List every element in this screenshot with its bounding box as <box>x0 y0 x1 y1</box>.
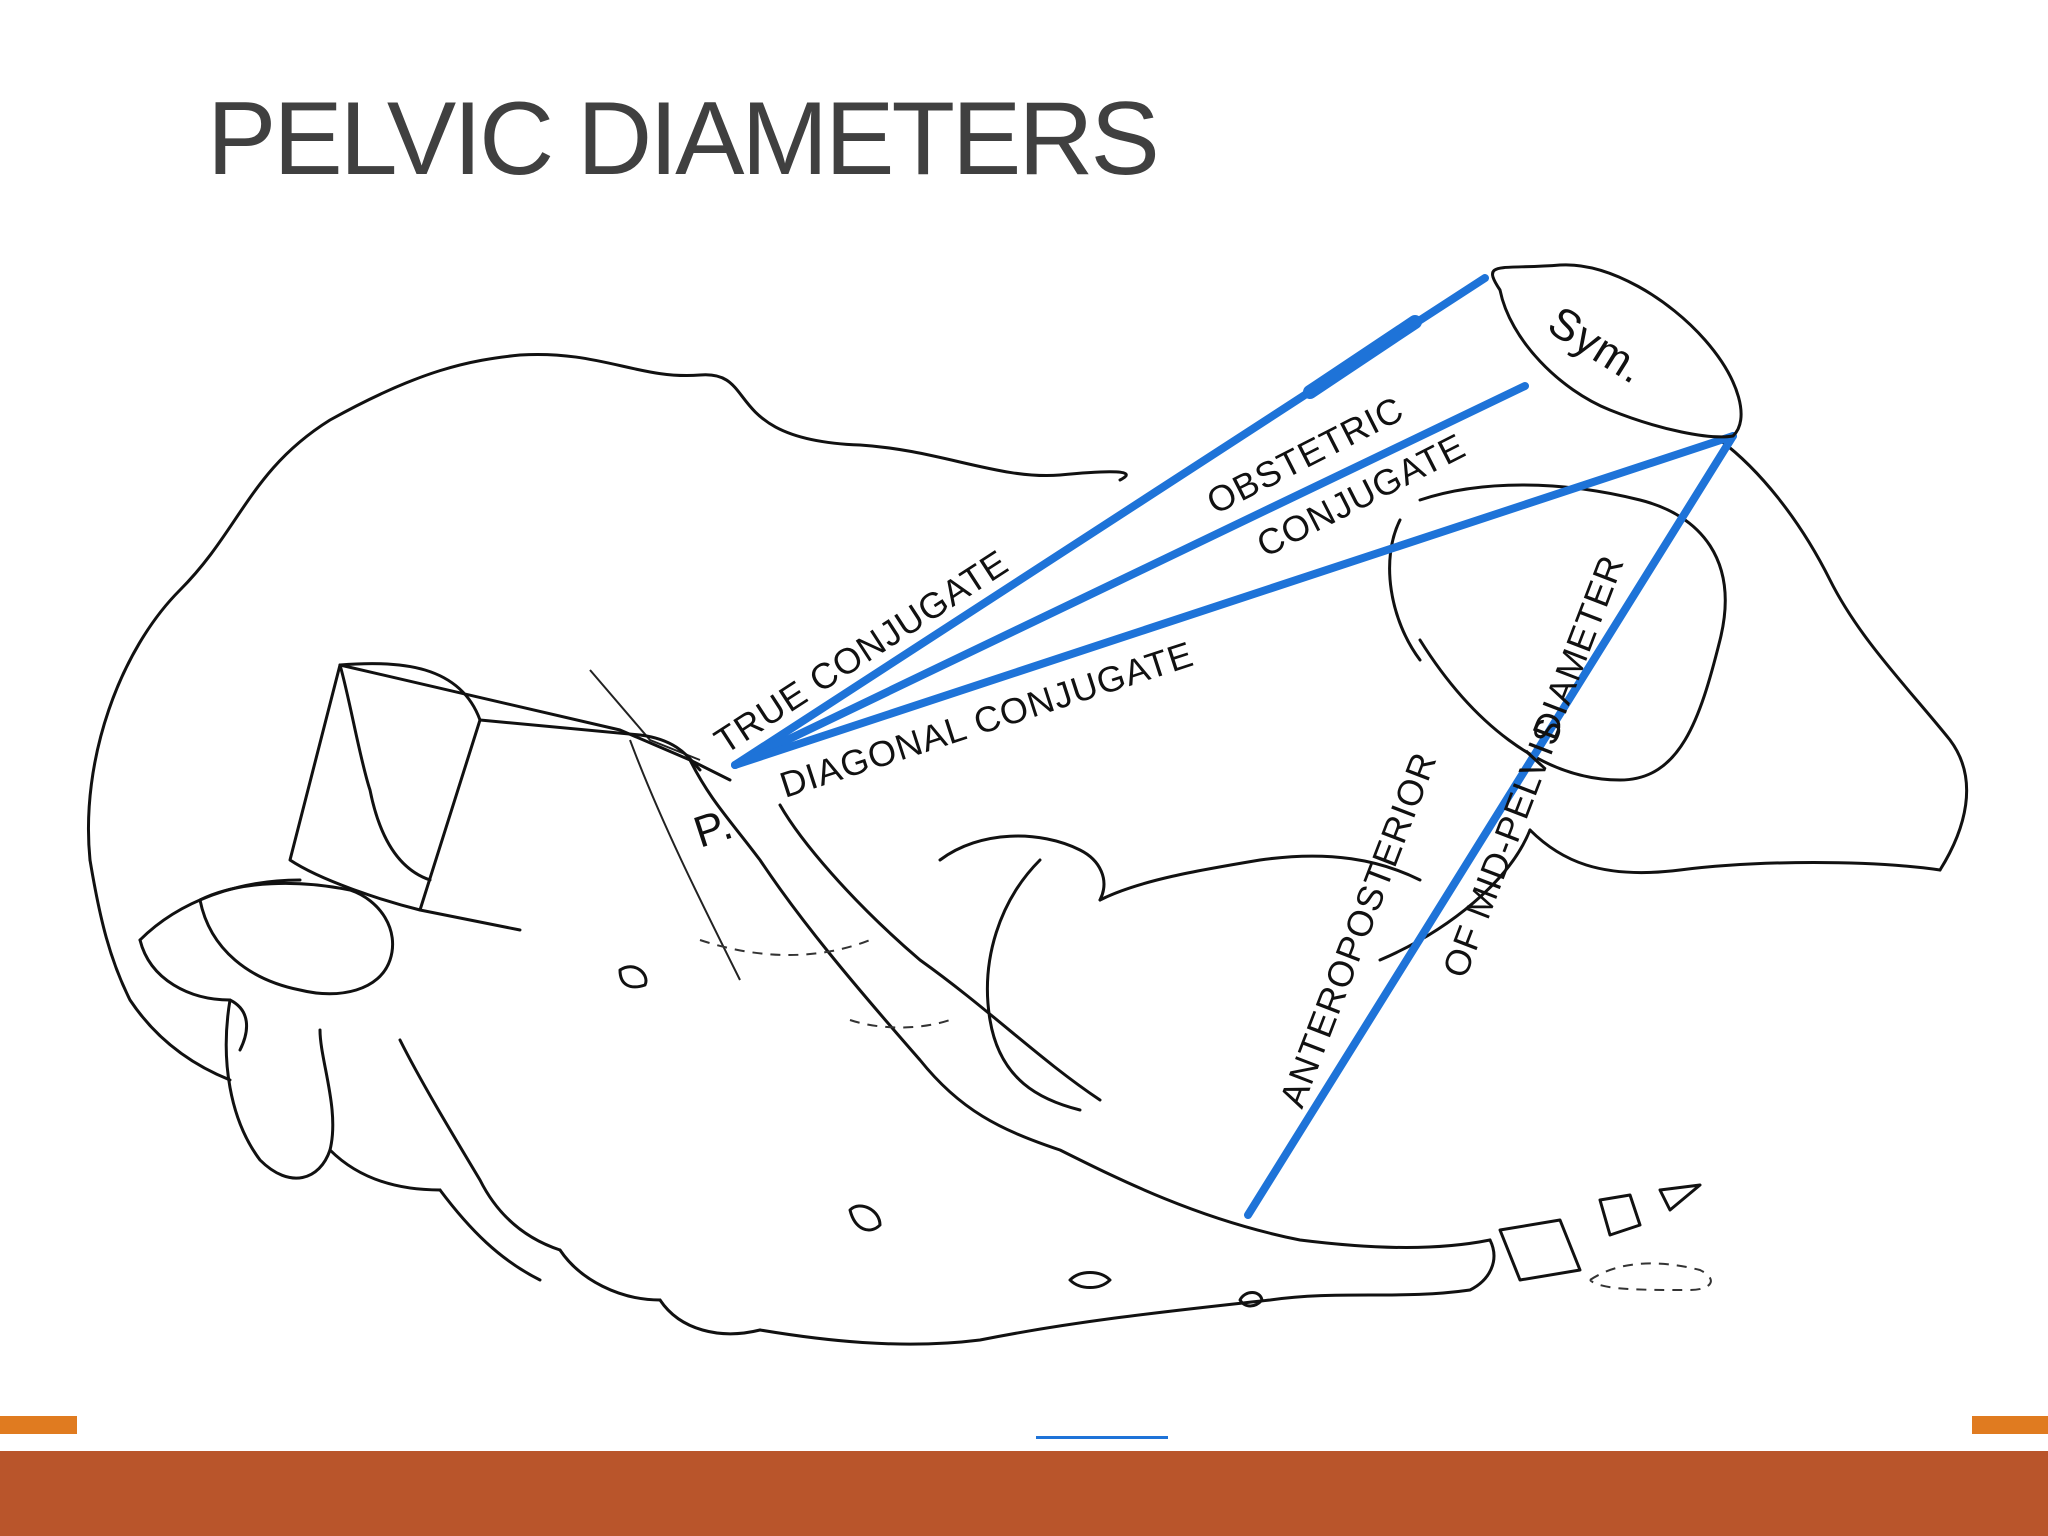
anteroposterior-label: ANTEROPOSTERIOR <box>1271 746 1444 1113</box>
promontory-label: P. <box>688 799 739 857</box>
figure-panel <box>77 1380 1972 1451</box>
pelvis-outline <box>86 352 1969 1346</box>
symphysis-oval: Sym. <box>1491 263 1743 439</box>
measurement-lines <box>731 274 1737 1219</box>
diagonal-conjugate-line <box>731 432 1737 769</box>
figure-underline <box>1036 1436 1168 1439</box>
pelvis-diagram: Sym. P. TRUE CONJUGATE OBSTETRIC CONJUGA… <box>86 263 1969 1346</box>
anteroposterior-midpelvis-line <box>1244 432 1737 1219</box>
footer-bar-rust <box>0 1451 2048 1536</box>
obstetric-conjugate-line <box>731 382 1529 769</box>
slide-title: PELVIC DIAMETERS <box>207 81 1160 197</box>
true-conjugate-line-extension <box>1303 315 1422 399</box>
